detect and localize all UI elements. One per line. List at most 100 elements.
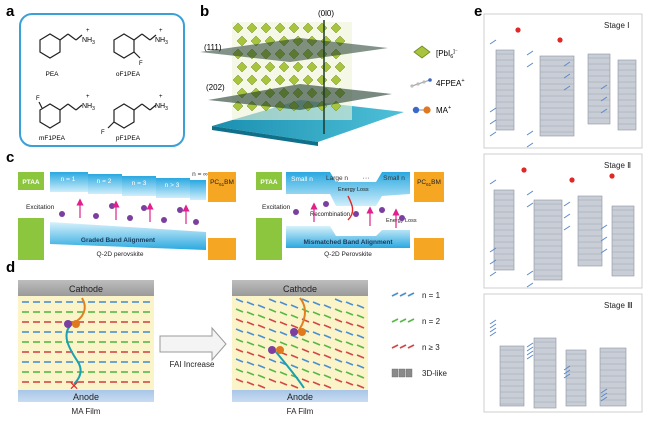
perovskite-layer-segment	[257, 364, 266, 369]
perovskite-layer-segment	[345, 371, 354, 376]
perovskite-layer-segment	[301, 338, 310, 343]
perovskite-layer-segment	[334, 298, 343, 303]
pbi6-octahedron	[236, 35, 248, 47]
energy-loss-bottom: Energy Loss	[386, 218, 417, 224]
stage-2-label: Stage Ⅱ	[604, 161, 631, 170]
legend-4fpea: 4FPEA+	[436, 78, 465, 88]
pbi6-icon	[413, 45, 431, 59]
ligand-chain	[489, 271, 497, 277]
mismatched-caption: Q-2D Perovskite	[324, 251, 372, 258]
pbi6-octahedron	[274, 22, 286, 34]
crystal-column	[499, 345, 525, 407]
ligand-chain	[600, 96, 608, 102]
svg-text:PTAA: PTAA	[22, 179, 40, 186]
perovskite-layer-segment	[257, 334, 266, 339]
perovskite-layer-segment	[246, 301, 255, 306]
perovskite-layer-segment	[235, 338, 244, 343]
of1pea-label: oF1PEA	[116, 71, 141, 78]
fai-increase-arrow: FAI Increase	[159, 326, 227, 369]
plane-label-0l0: (0l0)	[318, 9, 334, 18]
recombination-label: Recombination	[310, 212, 350, 218]
ligand-chain	[600, 84, 608, 90]
perovskite-layer-segment	[323, 314, 332, 319]
perovskite-layer-segment	[323, 384, 332, 389]
fpea-icon	[410, 78, 432, 88]
molecule-frame	[19, 13, 185, 147]
perovskite-layer-segment	[323, 364, 332, 369]
perovskite-layer-segment	[279, 311, 288, 316]
phase-n1: n = 1	[61, 176, 76, 183]
phase-n2: n = 2	[97, 178, 112, 185]
ligand-chain	[526, 202, 534, 208]
ligand-chain	[526, 270, 534, 276]
phase-ninf: n = ∞	[192, 171, 208, 178]
perovskite-layer-segment	[268, 328, 277, 333]
pbi6-octahedron	[246, 22, 258, 34]
ligand-chain	[563, 365, 571, 371]
perovskite-layer-segment	[312, 311, 321, 316]
ligand-chain	[489, 259, 497, 265]
legend-label-1: n = 2	[422, 317, 441, 326]
excitation-right: Excitation	[262, 204, 291, 211]
perovskite-layer-segment	[246, 321, 255, 326]
anode-left	[18, 390, 154, 402]
plane-label-202: (202)	[206, 83, 225, 92]
perovskite-layer-segment	[257, 324, 266, 329]
ligand-chain	[526, 142, 534, 148]
perovskite-layer-segment	[290, 384, 299, 389]
anode-right	[232, 390, 368, 402]
phase-ngt3: n > 3	[165, 182, 180, 189]
panel-e: e Stage Ⅰ Stage Ⅱ Stage Ⅲ	[474, 3, 643, 413]
pbi6-octahedron	[330, 74, 342, 86]
ma-film-label: MA Film	[72, 407, 101, 416]
ligand-chain	[563, 73, 571, 79]
pbi6-octahedron	[260, 74, 272, 86]
perovskite-layer-segment	[356, 384, 365, 389]
perovskite-layer-segment	[257, 314, 266, 319]
perovskite-layer-segment	[334, 338, 343, 343]
pbi6-octahedron	[334, 61, 346, 73]
perovskite-layer-segment	[345, 311, 354, 316]
perovskite-layer-segment	[334, 328, 343, 333]
ligand-chain	[600, 248, 608, 254]
svg-text:NH3: NH3	[155, 37, 168, 46]
svg-text:+: +	[86, 28, 90, 34]
perovskite-layer-segment	[356, 304, 365, 309]
perovskite-layer-segment	[246, 351, 255, 356]
svg-text:+: +	[159, 94, 163, 100]
perovskite-layer-segment	[312, 361, 321, 366]
pbi6-octahedron	[260, 22, 272, 34]
perovskite-layer-segment	[312, 381, 321, 386]
substrate	[212, 100, 404, 142]
perovskite-layer-segment	[323, 334, 332, 339]
perovskite-layer-segment	[235, 368, 244, 373]
legend-pbi6: [PbI6]⁻	[436, 49, 458, 60]
ligand-chain	[489, 319, 497, 325]
legend-label-2: n ≥ 3	[422, 343, 440, 352]
perovskite-layer-segment	[345, 331, 354, 336]
perovskite-layer-segment	[301, 368, 310, 373]
ligand-chain	[526, 50, 534, 56]
ligand-chain	[526, 62, 534, 68]
ion-marker	[521, 167, 527, 173]
ligand-chain	[600, 108, 608, 114]
pea-ammonium: NH3	[82, 37, 95, 46]
pbi6-octahedron	[292, 61, 304, 73]
perovskite-layer-segment	[356, 364, 365, 369]
perovskite-layer-segment	[312, 321, 321, 326]
perovskite-layer-segment	[301, 298, 310, 303]
ligand-chain	[563, 61, 571, 67]
perovskite-layer-segment	[246, 311, 255, 316]
svg-text:Cathode: Cathode	[69, 284, 103, 294]
legend-swatch-1	[391, 318, 415, 323]
legend-swatch-0	[391, 292, 415, 297]
perovskite-layer-segment	[323, 304, 332, 309]
ligand-chain	[489, 119, 497, 125]
perovskite-layer-segment	[268, 358, 277, 363]
panel-c-label: c	[6, 149, 14, 166]
panel-b-legend: [PbI6]⁻ 4FPEA+ MA+	[410, 45, 465, 115]
panel-d: d Cathode Anode MA Film ✕ FAI Increase C…	[6, 259, 447, 416]
panel-b: b (0l0) (111) (202) [PbI6]⁻ 4FPEA+	[200, 3, 465, 146]
energy-loss-top: Energy Loss	[338, 187, 369, 193]
pbi6-octahedron	[306, 61, 318, 73]
